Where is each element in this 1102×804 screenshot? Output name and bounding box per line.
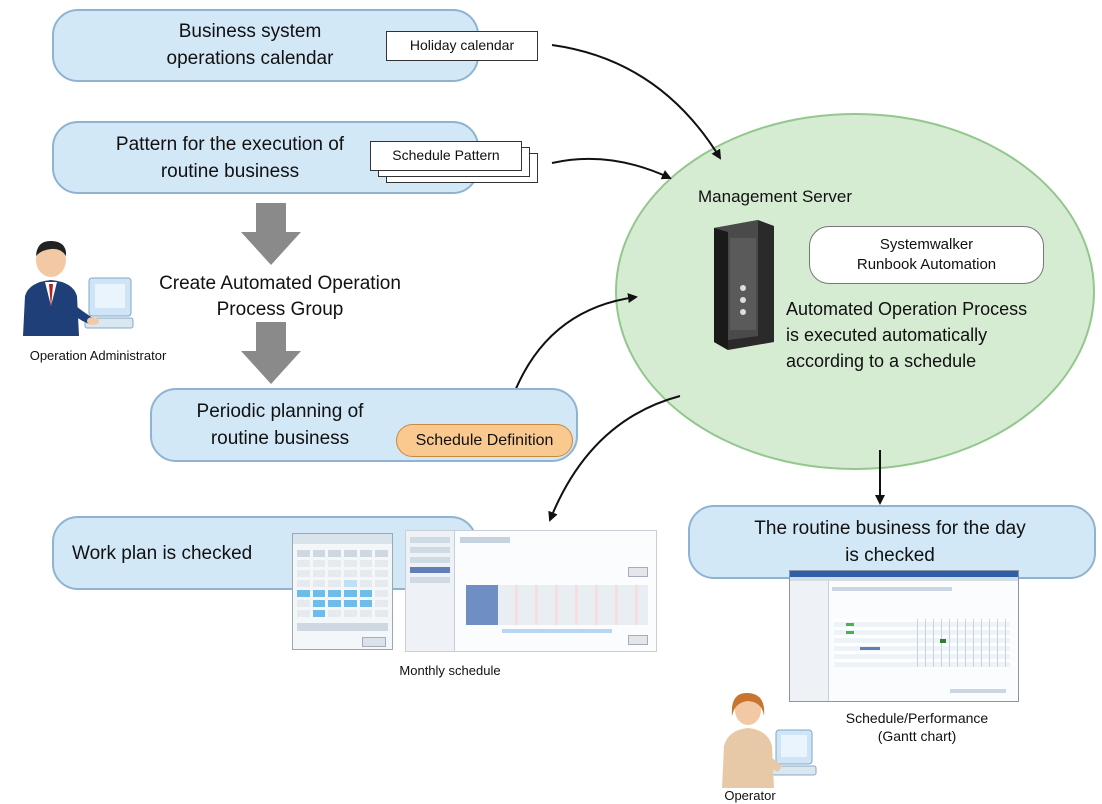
systemwalker-product-box: Systemwalker Runbook Automation: [809, 226, 1044, 284]
systemwalker-line1: Systemwalker: [879, 236, 974, 253]
arrow-calendar-to-server: [551, 44, 722, 160]
down-arrow-1: [241, 203, 301, 265]
gantt-caption: Schedule/Performance (Gantt chart): [832, 709, 1002, 745]
monthly-schedule-thumbnail: [405, 530, 657, 652]
management-server-title: Management Server: [698, 187, 853, 206]
create-group-line1: Create Automated Operation: [159, 273, 401, 294]
execution-pattern-line1: Pattern for the execution of: [115, 134, 345, 155]
process-line2: is executed automatically: [786, 325, 988, 345]
routine-day-box: [688, 505, 1096, 579]
periodic-planning-line2: routine business: [210, 428, 350, 449]
operations-calendar-text: Business system operations calendar: [130, 18, 370, 72]
routine-day-line1: The routine business for the day: [754, 518, 1026, 539]
periodic-planning-line1: Periodic planning of: [196, 401, 364, 422]
work-plan-text: Work plan is checked: [72, 543, 253, 564]
routine-day-line2: is checked: [845, 545, 935, 566]
arrow-pattern-to-server: [551, 157, 672, 180]
process-line3: according to a schedule: [786, 351, 977, 371]
gantt-chart-thumbnail: [789, 570, 1019, 702]
create-group-text: Create Automated Operation Process Group: [140, 271, 420, 323]
execution-pattern-line2: routine business: [160, 161, 300, 182]
calendar-popup-thumbnail: [292, 533, 393, 650]
routine-day-text: The routine business for the day is chec…: [700, 515, 1080, 569]
server-icon: [714, 220, 774, 350]
down-arrow-2: [241, 322, 301, 384]
holiday-calendar-tag: Holiday calendar: [386, 31, 538, 61]
operator-person-icon: [722, 692, 817, 788]
create-group-line2: Process Group: [216, 299, 344, 320]
management-server-area: [615, 113, 1095, 470]
administrator-person-icon: [23, 240, 134, 336]
administrator-label: Operation Administrator: [29, 348, 167, 363]
monthly-schedule-caption: Monthly schedule: [399, 663, 501, 678]
arrow-server-to-workplan: [548, 395, 681, 522]
arrow-definition-to-server: [507, 293, 638, 411]
process-description: Automated Operation Process is executed …: [786, 296, 1086, 374]
schedule-definition-tag: Schedule Definition: [396, 424, 573, 457]
schedule-pattern-tag: Schedule Pattern: [370, 141, 522, 171]
operations-calendar-line2: operations calendar: [166, 48, 334, 69]
systemwalker-line2: Runbook Automation: [856, 256, 997, 273]
operator-label: Operator: [724, 788, 776, 803]
process-line1: Automated Operation Process: [786, 299, 1028, 319]
periodic-planning-text: Periodic planning of routine business: [170, 398, 390, 452]
gantt-caption-line2: (Gantt chart): [877, 728, 957, 744]
operations-calendar-line1: Business system: [178, 21, 322, 42]
execution-pattern-text: Pattern for the execution of routine bus…: [80, 131, 380, 185]
gantt-caption-line1: Schedule/Performance: [845, 710, 989, 726]
